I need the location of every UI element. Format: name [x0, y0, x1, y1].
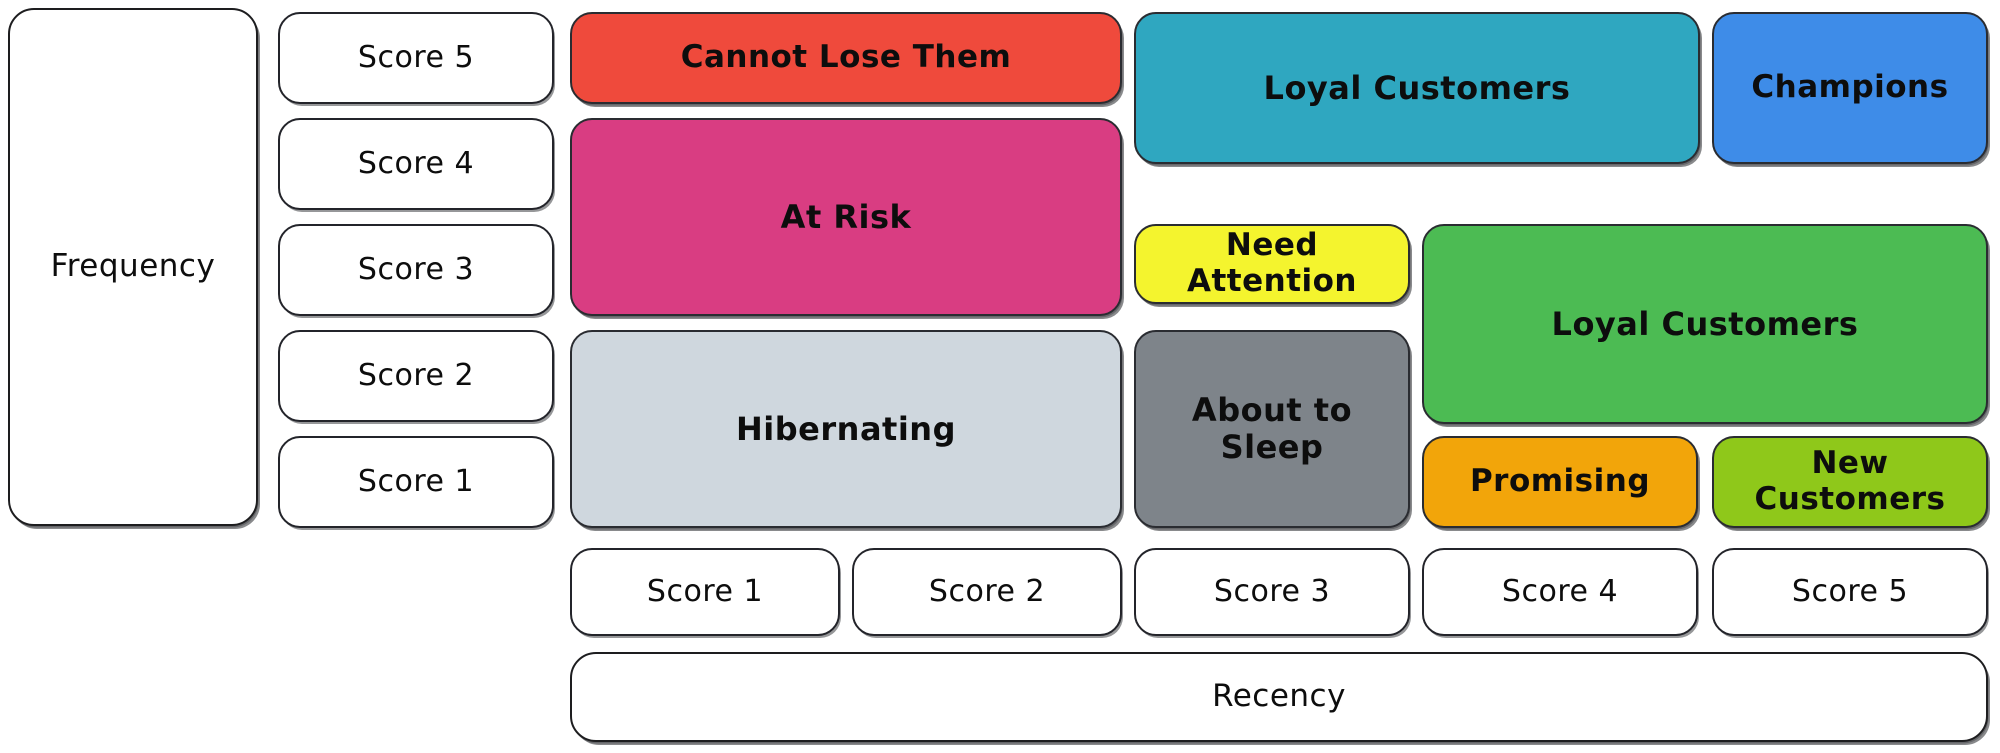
- frequency-score-2-label: Score 2: [357, 357, 475, 393]
- recency-axis-title: Recency: [570, 652, 1988, 742]
- recency-score-4[interactable]: Score 4: [1422, 548, 1698, 636]
- segment-champions-label: Champions: [1751, 69, 1949, 106]
- frequency-score-2[interactable]: Score 2: [278, 330, 554, 422]
- segment-promising-label: Promising: [1469, 463, 1651, 500]
- recency-score-2[interactable]: Score 2: [852, 548, 1122, 636]
- frequency-axis-title-label: Frequency: [50, 248, 216, 285]
- recency-score-1[interactable]: Score 1: [570, 548, 840, 636]
- segment-champions[interactable]: Champions: [1712, 12, 1988, 164]
- frequency-score-1[interactable]: Score 1: [278, 436, 554, 528]
- frequency-score-4[interactable]: Score 4: [278, 118, 554, 210]
- recency-score-5-label: Score 5: [1791, 573, 1909, 609]
- segment-hibernating-label: Hibernating: [736, 409, 956, 448]
- frequency-score-5[interactable]: Score 5: [278, 12, 554, 104]
- segment-about-to-sleep-label: About to Sleep: [1191, 391, 1353, 466]
- segment-need-attention-label: Need Attention: [1186, 227, 1358, 299]
- segment-loyal-customers-teal[interactable]: Loyal Customers: [1134, 12, 1700, 164]
- segment-loyal-customers-green-label: Loyal Customers: [1551, 304, 1859, 343]
- segment-at-risk-label: At Risk: [780, 197, 912, 236]
- frequency-score-4-label: Score 4: [357, 145, 475, 181]
- segment-need-attention[interactable]: Need Attention: [1134, 224, 1410, 304]
- frequency-score-3-label: Score 3: [357, 251, 475, 287]
- recency-score-2-label: Score 2: [928, 573, 1046, 609]
- frequency-axis-title: Frequency: [8, 8, 258, 526]
- recency-score-1-label: Score 1: [646, 573, 764, 609]
- recency-score-3[interactable]: Score 3: [1134, 548, 1410, 636]
- recency-score-5[interactable]: Score 5: [1712, 548, 1988, 636]
- recency-score-3-label: Score 3: [1213, 573, 1331, 609]
- segment-loyal-customers-green[interactable]: Loyal Customers: [1422, 224, 1988, 424]
- frequency-score-3[interactable]: Score 3: [278, 224, 554, 316]
- recency-axis-title-label: Recency: [1212, 678, 1346, 715]
- segment-new-customers[interactable]: New Customers: [1712, 436, 1988, 528]
- segment-about-to-sleep[interactable]: About to Sleep: [1134, 330, 1410, 528]
- segment-cannot-lose-them-label: Cannot Lose Them: [680, 39, 1012, 76]
- segment-new-customers-label: New Customers: [1754, 445, 1946, 517]
- segment-hibernating[interactable]: Hibernating: [570, 330, 1122, 528]
- frequency-score-1-label: Score 1: [357, 463, 475, 499]
- segment-promising[interactable]: Promising: [1422, 436, 1698, 528]
- segment-at-risk[interactable]: At Risk: [570, 118, 1122, 316]
- recency-score-4-label: Score 4: [1501, 573, 1619, 609]
- frequency-score-5-label: Score 5: [357, 39, 475, 75]
- segment-loyal-customers-teal-label: Loyal Customers: [1263, 68, 1571, 107]
- segment-cannot-lose-them[interactable]: Cannot Lose Them: [570, 12, 1122, 104]
